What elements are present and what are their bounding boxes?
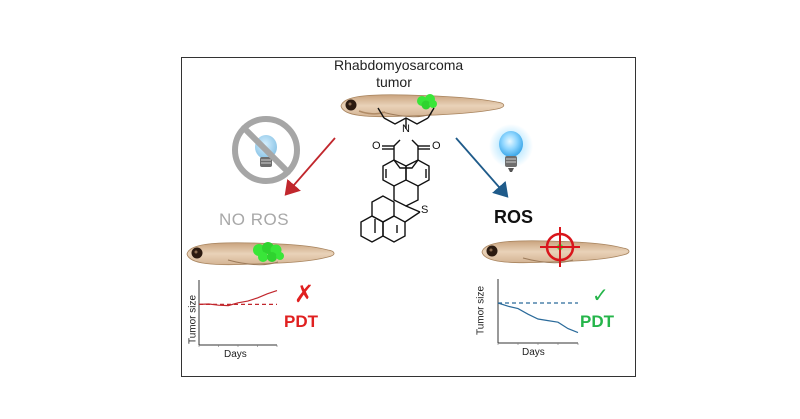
- title-line-2: tumor: [376, 74, 412, 90]
- lightbulb-on-icon: [489, 124, 533, 172]
- title-line-1: Rhabdomyosarcoma: [334, 57, 464, 73]
- fail-cross-icon: ✗: [294, 281, 315, 308]
- atom-s-label: S: [421, 204, 429, 216]
- crosshair-icon: [540, 227, 580, 267]
- success-check-icon: ✓: [592, 285, 609, 307]
- tumor-icon: [417, 94, 437, 110]
- chart-right-ylabel: Tumor size: [475, 285, 487, 336]
- abstract-frame: [181, 57, 636, 377]
- tumor-icon: [253, 242, 284, 262]
- ros-label: ROS: [494, 207, 534, 227]
- molecule-structure: [360, 107, 435, 243]
- pdt-fail-label: PDT: [284, 312, 318, 331]
- pdt-success-label: PDT: [580, 312, 614, 331]
- right-arrow: [455, 137, 509, 198]
- atom-o-label: O: [432, 140, 441, 152]
- chart-right-xlabel: Days: [522, 347, 545, 358]
- chart-left: [198, 280, 278, 347]
- left-arrow: [284, 137, 336, 196]
- chart-left-ylabel: Tumor size: [187, 294, 199, 345]
- zebrafish-icon: [481, 240, 630, 264]
- tumor-size-series-line: [497, 302, 579, 334]
- chart-right: [497, 279, 579, 345]
- atom-n-label: N: [402, 123, 410, 135]
- atom-o-label: O: [372, 140, 381, 152]
- chart-left-xlabel: Days: [224, 349, 247, 360]
- tumor-size-series-line: [198, 290, 278, 307]
- lightbulb-off-icon: [232, 116, 300, 184]
- no-ros-label: NO ROS: [219, 210, 290, 229]
